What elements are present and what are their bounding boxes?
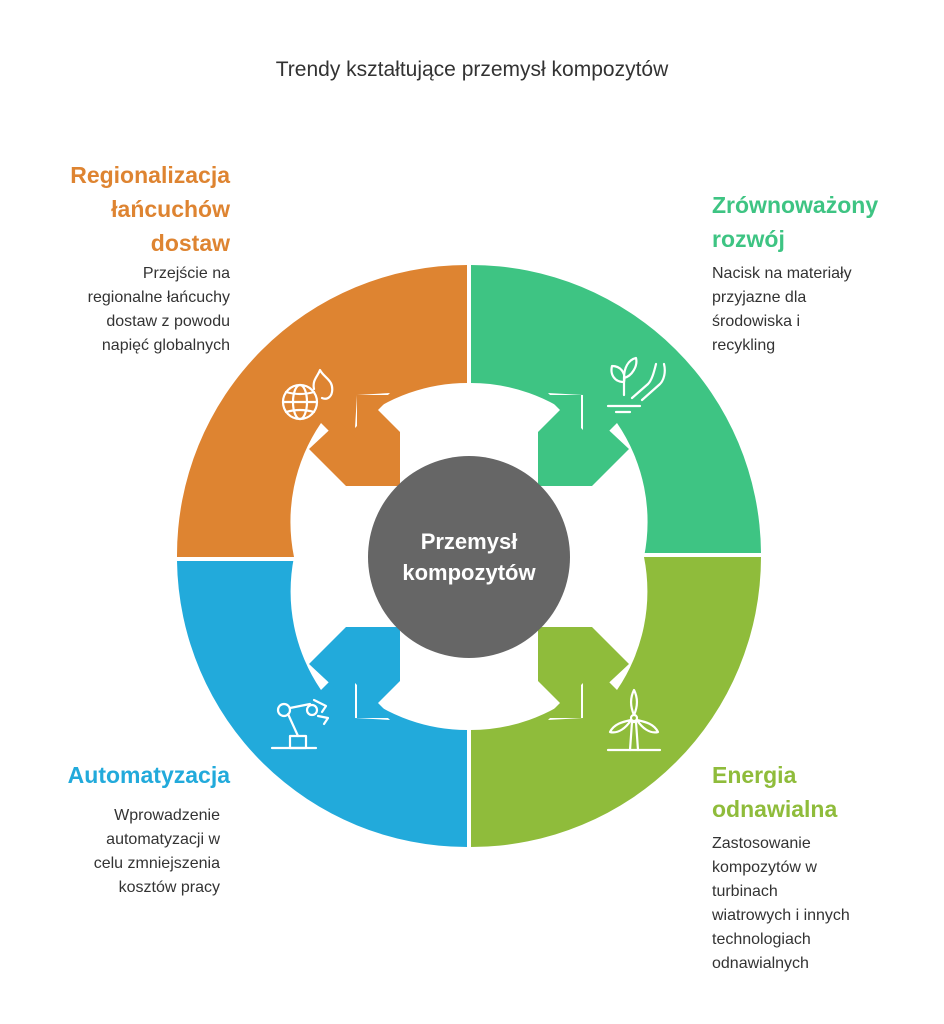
page-title: Trendy kształtujące przemysł kompozytów: [275, 58, 669, 81]
heading-regionalization: Regionalizacja łańcuchów dostaw: [30, 158, 230, 260]
description-line: kompozytów w: [712, 859, 817, 876]
arrow-bottom-right: [538, 627, 629, 718]
description-line: Przejście na: [142, 265, 230, 282]
description-line: wiatrowych i innych: [712, 907, 850, 924]
wind-turbine-icon: [606, 688, 662, 752]
description-line: Nacisk na materiały: [712, 265, 852, 282]
description-automation: Wprowadzenie automatyzacji w celu zmniej…: [30, 804, 220, 900]
description-line: Wprowadzenie: [114, 807, 220, 824]
description-line: Zastosowanie: [712, 835, 811, 852]
arrow-top-left: [309, 395, 400, 486]
description-line: regionalne łańcuchy: [87, 289, 230, 306]
heading-line: łańcuchów: [111, 196, 230, 222]
arrow-bottom-left: [309, 627, 400, 718]
heading-line: Regionalizacja: [70, 162, 230, 188]
robot-arm-icon: [270, 698, 330, 750]
heading-renewable-energy: Energia odnawialna: [712, 758, 932, 826]
description-line: kosztów pracy: [118, 879, 220, 896]
description-regionalization: Przejście na regionalne łańcuchy dostaw …: [30, 262, 230, 358]
description-line: odnawialnych: [712, 955, 809, 972]
description-sustainability: Nacisk na materiały przyjazne dla środow…: [712, 262, 932, 358]
plant-hand-icon: [606, 356, 666, 414]
description-line: automatyzacji w: [106, 831, 220, 848]
description-line: recykling: [712, 337, 776, 354]
heading-line: Automatyzacja: [67, 762, 230, 788]
center-label-line1: Przemysł: [421, 529, 518, 554]
segment-renewable-energy: [471, 557, 761, 847]
center-label-line2: kompozytów: [402, 560, 536, 585]
heading-line: rozwój: [712, 226, 785, 252]
heading-line: dostaw: [150, 230, 230, 256]
segment-regionalization: [176, 265, 467, 557]
description-line: napięć globalnych: [101, 337, 230, 354]
heading-automation: Automatyzacja: [30, 758, 230, 792]
center-circle: [368, 456, 570, 658]
description-line: przyjazne dla: [712, 289, 807, 306]
description-line: technologiach: [712, 931, 811, 948]
description-line: dostaw z powodu: [106, 313, 230, 330]
center-hub: Przemysł kompozytów: [368, 456, 570, 658]
description-line: środowiska i: [712, 313, 801, 330]
arrow-top-right: [538, 395, 629, 486]
description-renewable-energy: Zastosowanie kompozytów w turbinach wiat…: [712, 832, 932, 976]
segment-sustainability: [471, 265, 761, 553]
globe-fire-icon: [281, 368, 334, 421]
heading-line: odnawialna: [712, 796, 838, 822]
heading-sustainability: Zrównoważony rozwój: [712, 188, 932, 256]
heading-line: Energia: [712, 762, 797, 788]
description-line: celu zmniejszenia: [93, 855, 220, 872]
heading-line: Zrównoważony: [712, 192, 879, 218]
description-line: turbinach: [712, 883, 778, 900]
